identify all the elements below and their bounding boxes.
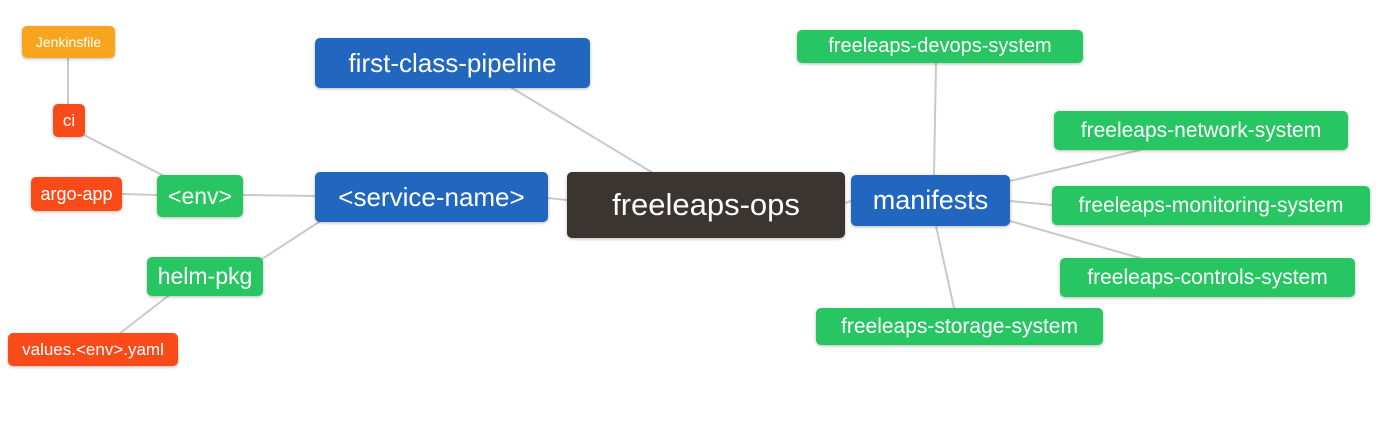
node-freeleaps-devops-system[interactable]: freeleaps-devops-system xyxy=(797,30,1083,63)
node-freeleaps-storage-system[interactable]: freeleaps-storage-system xyxy=(816,308,1103,345)
edge-ci-env xyxy=(83,134,167,178)
edge-pipeline-freeleaps-ops xyxy=(511,87,654,174)
node-service-name[interactable]: <service-name> xyxy=(315,172,548,222)
node-jenkinsfile[interactable]: Jenkinsfile xyxy=(22,26,115,58)
node-freeleaps-monitoring-system[interactable]: freeleaps-monitoring-system xyxy=(1052,186,1370,225)
edge-env-service-name xyxy=(242,194,316,197)
node-env[interactable]: <env> xyxy=(157,175,243,217)
edge-manifests-devops xyxy=(933,62,937,176)
node-helm-pkg[interactable]: helm-pkg xyxy=(147,257,263,296)
node-freeleaps-network-system[interactable]: freeleaps-network-system xyxy=(1054,111,1348,150)
edge-manifests-controls xyxy=(1009,220,1141,259)
edge-service-name-ops xyxy=(547,197,568,201)
edge-manifests-network xyxy=(1009,149,1141,182)
edge-ops-manifests xyxy=(844,200,852,204)
node-argo-app[interactable]: argo-app xyxy=(31,177,122,211)
node-freeleaps-ops-central-topic[interactable]: freeleaps-ops xyxy=(567,172,845,238)
edge-service-name-helm-pkg xyxy=(261,221,320,260)
node-ci[interactable]: ci xyxy=(53,104,85,137)
node-values-env-yaml[interactable]: values.<env>.yaml xyxy=(8,333,178,366)
node-manifests[interactable]: manifests xyxy=(851,175,1010,226)
edge-manifests-monitoring xyxy=(1009,200,1053,206)
edge-argo-app-env xyxy=(121,193,158,196)
node-freeleaps-controls-system[interactable]: freeleaps-controls-system xyxy=(1060,258,1355,297)
node-first-class-pipeline[interactable]: first-class-pipeline xyxy=(315,38,590,88)
edge-manifests-storage xyxy=(935,225,955,309)
edge-helm-pkg-values xyxy=(118,295,169,335)
